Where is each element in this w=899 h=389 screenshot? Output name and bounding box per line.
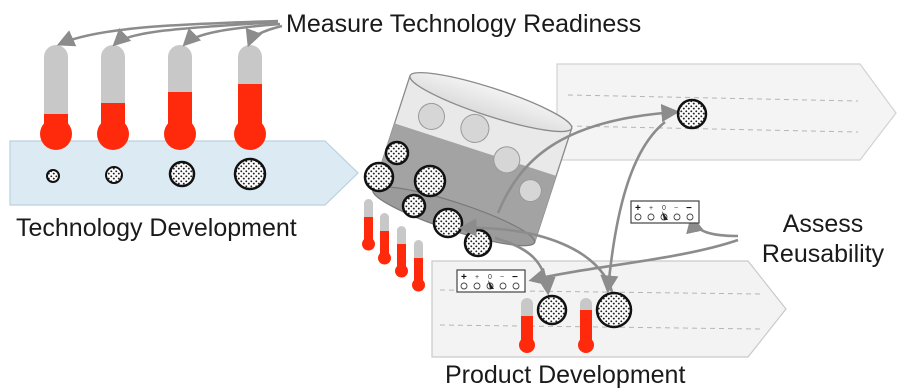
svg-text:−: − [686,203,692,214]
downstream-band [556,63,897,161]
assess-reusability-label: Assess Reusability [748,210,898,269]
particle-ball-icon [463,228,493,258]
flow-arrows [458,103,739,296]
svg-text:+: + [461,272,467,283]
svg-text:+: + [475,274,479,281]
thermometer-icon [44,45,68,135]
particle-ball-icon [413,164,447,198]
particle-ball-icon [363,161,395,193]
thermometer-row-measure [40,45,266,150]
product-row [519,291,633,353]
particle-ball-icon [105,166,123,184]
particle-ball-icon [233,157,267,191]
assess-label-line1: Assess [782,210,864,238]
svg-text:+: + [649,205,653,212]
svg-text:−: − [500,274,504,281]
particle-ball-icon [432,207,464,239]
particle-ball-icon [595,291,633,329]
reusability-scale-icon: + + 0 − − [456,269,526,293]
technology-balls [46,157,267,191]
particle-ball-icon [401,193,427,219]
technology-development-label: Technology Development [16,214,297,242]
measure-readiness-label: Measure Technology Readiness [286,10,642,38]
assess-label-line2: Reusability [761,239,885,268]
product-development-label: Product Development [445,361,686,389]
particle-ball-icon [536,294,568,326]
svg-text:−: − [674,205,678,212]
particle-ball-icon [46,169,60,183]
particle-ball-icon [676,98,708,130]
particle-ball-icon [168,160,196,188]
measure-arrows [56,19,283,48]
svg-text:0: 0 [488,274,492,281]
particle-ball-icon [384,140,410,166]
scale-plus: + [635,203,641,214]
thermometer-row-cylinder [362,199,425,292]
svg-text:−: − [512,272,518,283]
cylinder-balls [363,140,493,258]
svg-text:0: 0 [662,205,666,212]
reusability-scale-icon: + + 0 − − [630,200,700,224]
